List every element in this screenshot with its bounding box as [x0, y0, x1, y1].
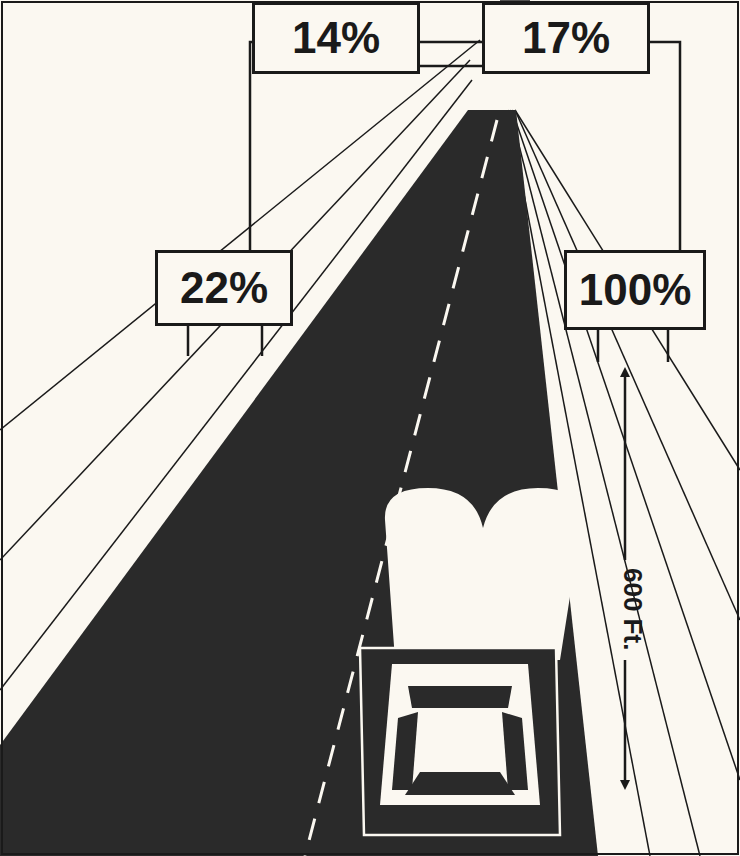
highway-sign: 14%: [252, 2, 420, 74]
car: [360, 648, 560, 835]
sign-percentage: 17%: [522, 13, 610, 63]
highway-sign: 22%: [155, 250, 293, 326]
road-surface: [0, 110, 598, 856]
sign-percentage: 14%: [292, 13, 380, 63]
highway-sign: 100%: [564, 250, 706, 330]
headlight-beam: [385, 488, 582, 660]
sign-percentage: 22%: [180, 263, 268, 313]
sign-posts: [188, 325, 668, 362]
distance-label: 600 Ft.: [617, 568, 648, 650]
sign-percentage: 100%: [579, 265, 692, 315]
highway-sign: 17%: [482, 2, 650, 74]
